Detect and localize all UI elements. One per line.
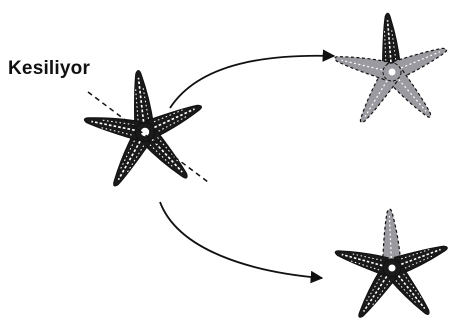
regenerated-starfish-bottom	[333, 209, 450, 323]
cut-label: Kesiliyor	[8, 58, 90, 80]
arrow-to-bottom-regrowth	[160, 202, 322, 278]
cut-starfish	[82, 69, 204, 191]
arrow-to-top-regrowth	[170, 56, 334, 108]
regenerated-starfish-top	[333, 12, 450, 127]
